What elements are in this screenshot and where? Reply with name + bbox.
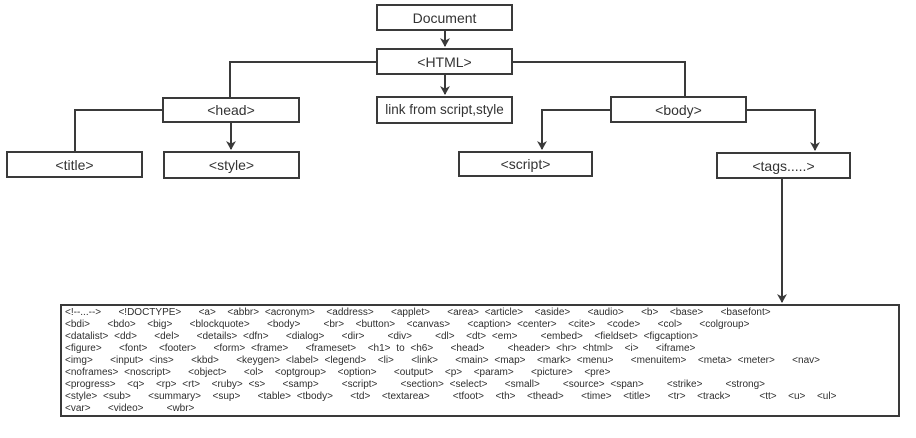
node-style-label: <style> xyxy=(208,157,255,173)
tag-list-line-7: <progress> <q> <rp> <rt> <ruby> <s> <sam… xyxy=(65,379,766,390)
connector-body-to-tags-arrow xyxy=(747,109,820,151)
node-title: <title> xyxy=(6,151,143,178)
node-tags-label: <tags.....> xyxy=(752,157,815,174)
tag-list-line-6: <noframes> <noscript> <object> <ol> <opt… xyxy=(65,367,611,378)
node-head: <head> xyxy=(162,97,300,123)
node-link-from-script-style: link from script,style xyxy=(376,96,513,124)
tag-list-line-5: <img> <input> <ins> <kbd> <keygen> <labe… xyxy=(65,355,820,366)
tag-list-box: <!--...--> <!DOCTYPE> <a> <abbr> <acrony… xyxy=(60,304,900,417)
tag-list-line-4: <figure> <font> <footer> <form> <frame> … xyxy=(65,343,696,354)
node-style: <style> xyxy=(163,151,300,179)
node-html-label: <HTML> xyxy=(417,53,472,70)
tag-list-line-8: <style> <sub> <summary> <sup> <table> <t… xyxy=(65,391,837,402)
connector-html-to-head xyxy=(229,61,377,97)
node-document: Document xyxy=(376,4,513,31)
node-body-label: <body> xyxy=(655,101,702,118)
connector-body-to-script-arrow xyxy=(537,109,610,150)
node-script-label: <script> xyxy=(500,156,551,172)
node-title-label: <title> xyxy=(55,156,94,173)
tag-list-line-3: <datalist> <dd> <del> <details> <dfn> <d… xyxy=(65,331,699,342)
tag-list-line-2: <bdi> <bdo> <big> <blockquote> <body> <b… xyxy=(65,319,750,330)
node-head-label: <head> xyxy=(207,102,255,118)
node-script: <script> xyxy=(458,151,593,177)
tag-list-line-1: <!--...--> <!DOCTYPE> <a> <abbr> <acrony… xyxy=(65,307,771,318)
node-html: <HTML> xyxy=(376,48,513,75)
node-link-label: link from script,style xyxy=(385,102,504,118)
connector-html-to-body xyxy=(513,61,686,96)
tag-list-line-9: <var> <video> <wbr> xyxy=(65,403,195,414)
node-tags: <tags.....> xyxy=(716,152,851,179)
node-body: <body> xyxy=(610,96,747,123)
connector-head-to-title xyxy=(74,109,163,151)
node-document-label: Document xyxy=(412,9,477,26)
